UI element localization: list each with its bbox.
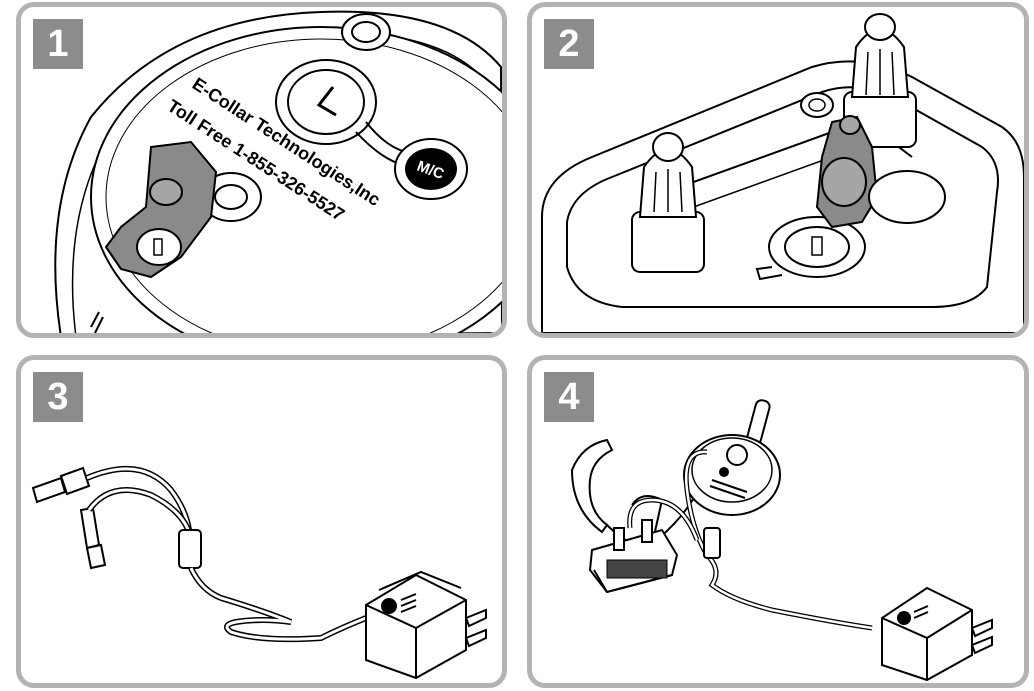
charging-cable-illustration bbox=[31, 465, 487, 680]
step-number-badge: 2 bbox=[544, 19, 594, 69]
charging-plug-a-icon bbox=[31, 466, 91, 504]
mc-button: M/C bbox=[394, 138, 468, 200]
charging-connected-illustration bbox=[570, 399, 993, 682]
charging-port-cap-icon bbox=[104, 140, 262, 279]
step-number-badge: 4 bbox=[544, 372, 594, 422]
charging-plug-b-icon bbox=[79, 506, 107, 570]
step-number-badge: 1 bbox=[33, 19, 83, 69]
ferrite-core-icon bbox=[178, 529, 202, 569]
step-1-panel: 1 M/C E-Collar Technologies,Inc Toll Fre… bbox=[16, 2, 507, 338]
step-2-panel: 2 bbox=[527, 2, 1029, 338]
collar-receiver-probes-illustration bbox=[541, 13, 1024, 333]
wall-adapter-icon bbox=[365, 570, 487, 680]
charging-port-cap-icon bbox=[815, 115, 879, 229]
contact-point-left-icon bbox=[631, 132, 705, 273]
collar-receiver-top-illustration: M/C E-Collar Technologies,Inc Toll Free … bbox=[54, 10, 502, 333]
ferrite-core-icon bbox=[703, 527, 721, 559]
step-3-panel: 3 bbox=[16, 355, 507, 688]
wall-adapter-icon bbox=[881, 586, 993, 682]
housing-screw-icon bbox=[341, 13, 391, 51]
collar-receiver-icon bbox=[588, 519, 679, 594]
step-number-badge: 3 bbox=[33, 372, 83, 422]
step-4-panel: 4 bbox=[527, 355, 1029, 688]
handheld-transmitter-icon bbox=[683, 399, 781, 516]
power-button-icon bbox=[275, 59, 377, 145]
